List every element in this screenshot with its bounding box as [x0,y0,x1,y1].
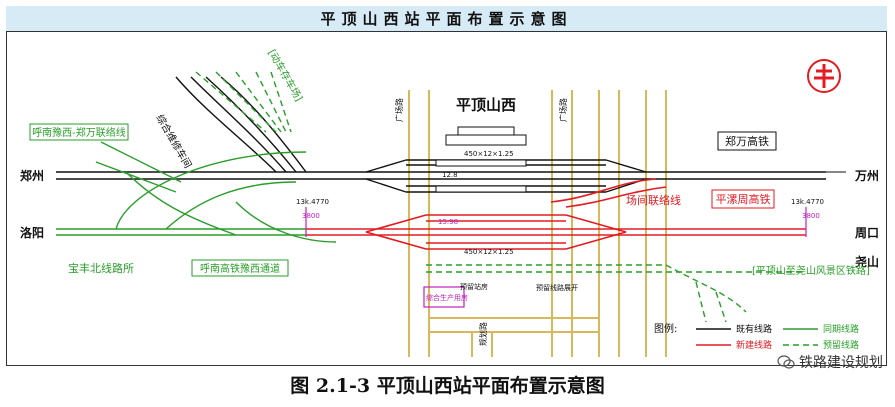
new-tracks [306,178,806,250]
bottom-block-v1: 15.98 [438,218,458,226]
mileage-marks [305,207,807,308]
lower-left-label: 综合生产用房 [426,293,468,302]
changjian-label: 场间联络线 [626,193,681,207]
left-mark: 3800 [302,212,320,220]
hunan-link-text: 呼南豫西-郑万联络线 [32,126,126,139]
lower-mid-label: 预留站房 [460,282,488,291]
legend: 图例: 既有线路 同期线路 新建线路 预留线路 [654,322,859,351]
reserved-tracks [195,71,806,323]
zhengwan-text: 郑万高铁 [725,134,769,148]
station-name: 平顶山西 [456,96,516,114]
lower-right-label: 预留线路展开 [536,283,578,292]
wechat-icon [777,355,795,369]
label-luoyang: 洛阳 [20,225,44,240]
railway-logo-icon [807,59,841,93]
bottom-block-spec: 450×12×1.25 [464,248,514,256]
left-mileage: 13k.4770 [296,198,329,206]
same-period-tracks [56,141,337,243]
watermark-text: 铁路建设规划 [799,355,883,371]
zhengwan-label: 郑万高铁 [717,131,777,151]
hunan-corridor-label: 呼南高铁豫西通道 [191,259,289,277]
pingluozhou-text: 平漯周高铁 [716,192,771,206]
yaoshan-branch-label: [平顶山至尧山风景区铁路] [752,264,870,277]
right-mileage: 13k.4770 [791,198,824,206]
title-bar: 平顶山西站平面布置示意图 [6,6,887,32]
label-zhoukou: 周口 [855,226,879,240]
road-label-2: 广场路 [558,98,568,122]
right-mark: 3800 [802,212,820,220]
top-block-v1: 12.8 [442,171,458,179]
label-zhengzhou: 郑州 [20,168,44,183]
hunan-corridor-text: 呼南高铁豫西通道 [200,262,280,275]
road-label-3: 规划路 [478,322,488,346]
baofeng-label: 宝丰北线路所 [68,261,134,275]
station-building [435,126,527,193]
hunan-link-label: 呼南豫西-郑万联络线 [29,123,129,141]
top-block-spec: 450×12×1.25 [464,150,514,158]
legend-existing: 既有线路 [736,323,772,335]
legend-reserved: 预留线路 [823,339,859,351]
diagram-title: 平顶山西站平面布置示意图 [320,10,573,28]
pingluozhou-label: 平漯周高铁 [711,189,775,209]
roads [408,90,667,357]
ehr-label: 综合维修车间 [153,112,194,170]
label-wanzhou: 万州 [854,169,879,183]
legend-same-period: 同期线路 [823,323,859,335]
label-yaoshan: 尧山 [855,254,879,269]
station-layout-diagram: 平顶山西 郑州 万州 洛阳 周口 尧山 郑万高铁 平漯周高铁 场间联络线 呼南豫… [20,47,879,357]
road-label-1: 广场路 [394,98,404,122]
legend-new: 新建线路 [736,339,772,351]
watermark: 铁路建设规划 [777,352,883,372]
legend-title: 图例: [654,322,677,335]
figure-caption: 图 2.1-3 平顶山西站平面布置示意图 [290,375,605,397]
